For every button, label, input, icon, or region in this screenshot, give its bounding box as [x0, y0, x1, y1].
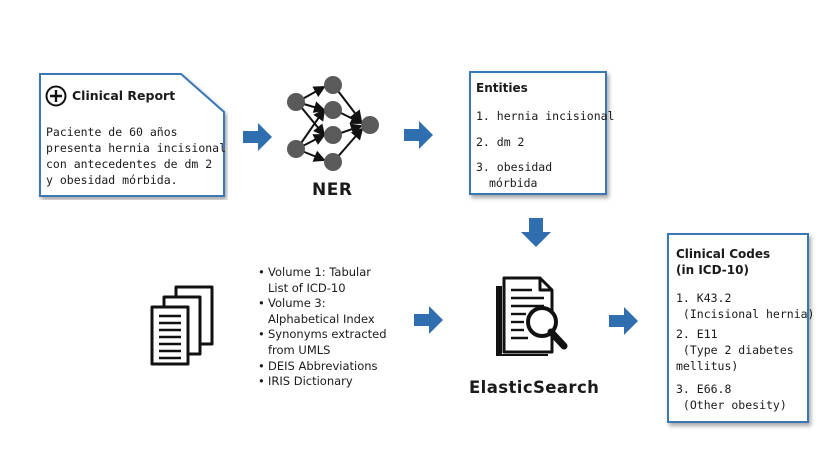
plus-circle-icon [45, 85, 67, 107]
source-item: Volume 3: Alphabetical Index [258, 296, 408, 327]
report-line: Paciente de 60 años [46, 125, 178, 139]
document-search-icon [496, 276, 568, 356]
code-item: 2. E11 (Type 2 diabetes mellitus) [676, 327, 794, 373]
entities-title: Entities [476, 81, 528, 95]
clinical-codes-title: Clinical Codes (in ICD-10) [676, 247, 771, 277]
arrow-right-icon [404, 121, 433, 149]
clinical-codes-box [667, 233, 809, 423]
entities-box [469, 71, 607, 195]
report-line: presenta hernia incisional [46, 141, 227, 155]
arrow-right-icon [609, 307, 638, 335]
code-item: 3. E66.8 (Other obesity) [676, 382, 787, 412]
code-item: 1. K43.2 (Incisional hernia) [676, 291, 815, 321]
report-line: con antecedentes de dm 2 [46, 157, 213, 171]
clinical-report-title: Clinical Report [72, 88, 176, 103]
clinical-report-text: Paciente de 60 años presenta hernia inci… [46, 124, 226, 188]
entity-item: 1. hernia incisional [476, 109, 615, 123]
source-item: Synonyms extracted from UMLS [258, 327, 408, 358]
source-item: IRIS Dictionary [258, 374, 408, 390]
entity-item: 3. obesidad [476, 160, 553, 174]
report-line: y obesidad mórbida. [46, 173, 178, 187]
source-item: DEIS Abbreviations [258, 359, 408, 375]
documents-stack-icon [150, 285, 214, 366]
elasticsearch-label: ElasticSearch [469, 378, 600, 397]
knowledge-sources-list: Volume 1: Tabular List of ICD-10 Volume … [258, 265, 408, 390]
neural-network-icon [287, 76, 379, 171]
ner-label: NER [312, 180, 353, 200]
source-item: Volume 1: Tabular List of ICD-10 [258, 265, 408, 296]
arrow-right-icon [414, 306, 443, 334]
clinical-report-card [39, 73, 225, 197]
entity-item-continued: mórbida [489, 176, 538, 190]
arrow-right-icon [243, 123, 272, 151]
entity-item: 2. dm 2 [476, 135, 525, 149]
arrow-down-icon [521, 218, 551, 247]
